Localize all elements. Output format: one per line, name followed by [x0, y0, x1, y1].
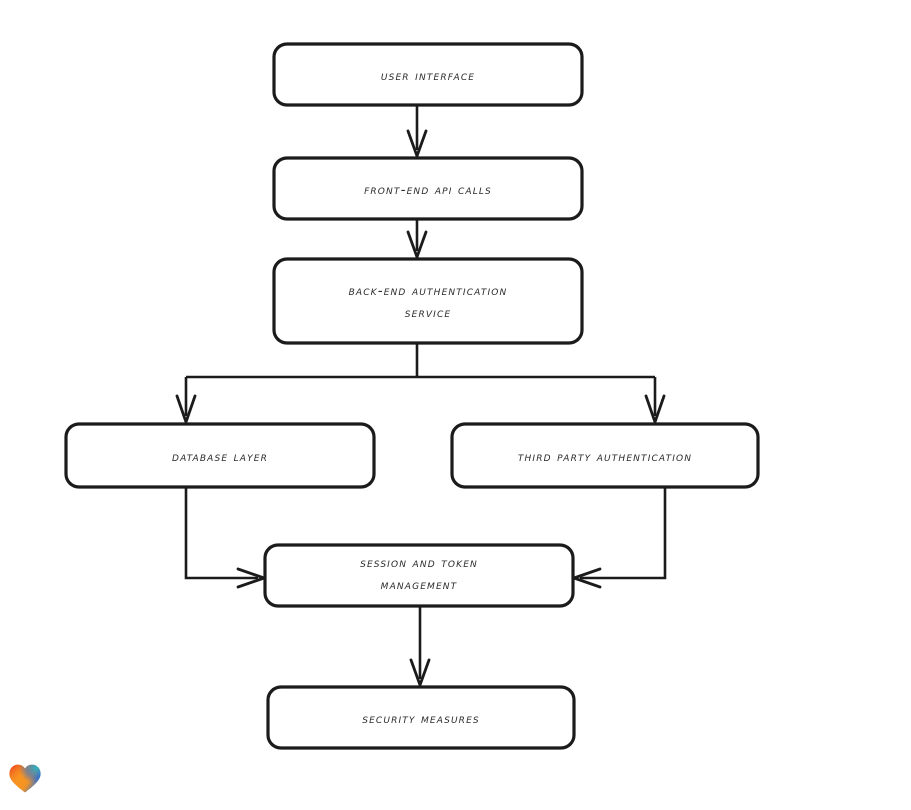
node-third-party-authentication-box[interactable] — [450, 422, 760, 489]
node-security-measures[interactable]: Security Measures — [266, 685, 576, 750]
node-security-measures-label: Security Measures — [362, 711, 480, 727]
node-database-layer[interactable]: Database Layer — [64, 422, 376, 489]
edge-backend-split — [186, 343, 655, 379]
edge-backend-to-third-party — [644, 377, 666, 424]
node-back-end-authentication-service[interactable]: Back-End Authentication Service — [272, 257, 584, 345]
edge-database-to-session — [184, 487, 266, 589]
node-session-and-token-management-label-line1: Session and Token — [360, 555, 478, 571]
node-user-interface-box[interactable] — [272, 42, 584, 107]
node-user-interface-label: User Interface — [381, 68, 475, 84]
edge-api-to-backend — [406, 219, 428, 259]
node-user-interface[interactable]: User Interface — [272, 42, 584, 107]
node-database-layer-label: Database Layer — [172, 449, 268, 465]
node-front-end-api-calls[interactable]: Front-End API Calls — [272, 156, 584, 221]
node-back-end-authentication-service-label-line1: Back-End Authentication — [349, 283, 508, 299]
edge-ui-to-api — [406, 105, 428, 158]
node-session-and-token-management[interactable]: Session and Token Management — [263, 543, 575, 608]
heart-logo — [9, 764, 41, 793]
node-security-measures-box[interactable] — [266, 685, 576, 750]
node-session-and-token-management-label-line2: Management — [381, 577, 458, 593]
edge-backend-to-database — [175, 377, 197, 424]
node-back-end-authentication-service-box[interactable] — [272, 257, 584, 345]
edge-session-to-security — [409, 606, 431, 687]
node-front-end-api-calls-label: Front-End API Calls — [364, 182, 492, 198]
node-session-and-token-management-box[interactable] — [263, 543, 575, 608]
node-front-end-api-calls-box[interactable] — [272, 156, 584, 221]
heart-logo-fill — [9, 764, 41, 793]
node-back-end-authentication-service-label-line2: Service — [405, 305, 452, 321]
edge-third-party-to-session — [572, 487, 667, 589]
node-third-party-authentication-label: Third Party Authentication — [518, 449, 692, 465]
node-third-party-authentication[interactable]: Third Party Authentication — [450, 422, 760, 489]
node-database-layer-box[interactable] — [64, 422, 376, 489]
